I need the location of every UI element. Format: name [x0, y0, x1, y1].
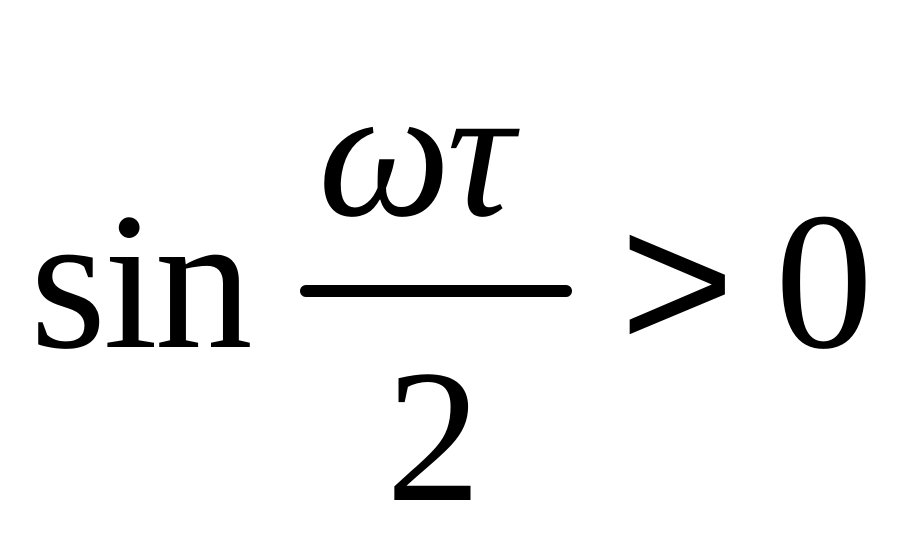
right-hand-side: 0	[775, 173, 873, 390]
fraction-bar	[300, 285, 572, 297]
greater-than-sign: >	[620, 172, 735, 391]
fraction-denominator: 2	[386, 332, 481, 542]
sin-function: sin	[30, 173, 253, 390]
fraction-numerator: ωτ	[318, 47, 514, 256]
